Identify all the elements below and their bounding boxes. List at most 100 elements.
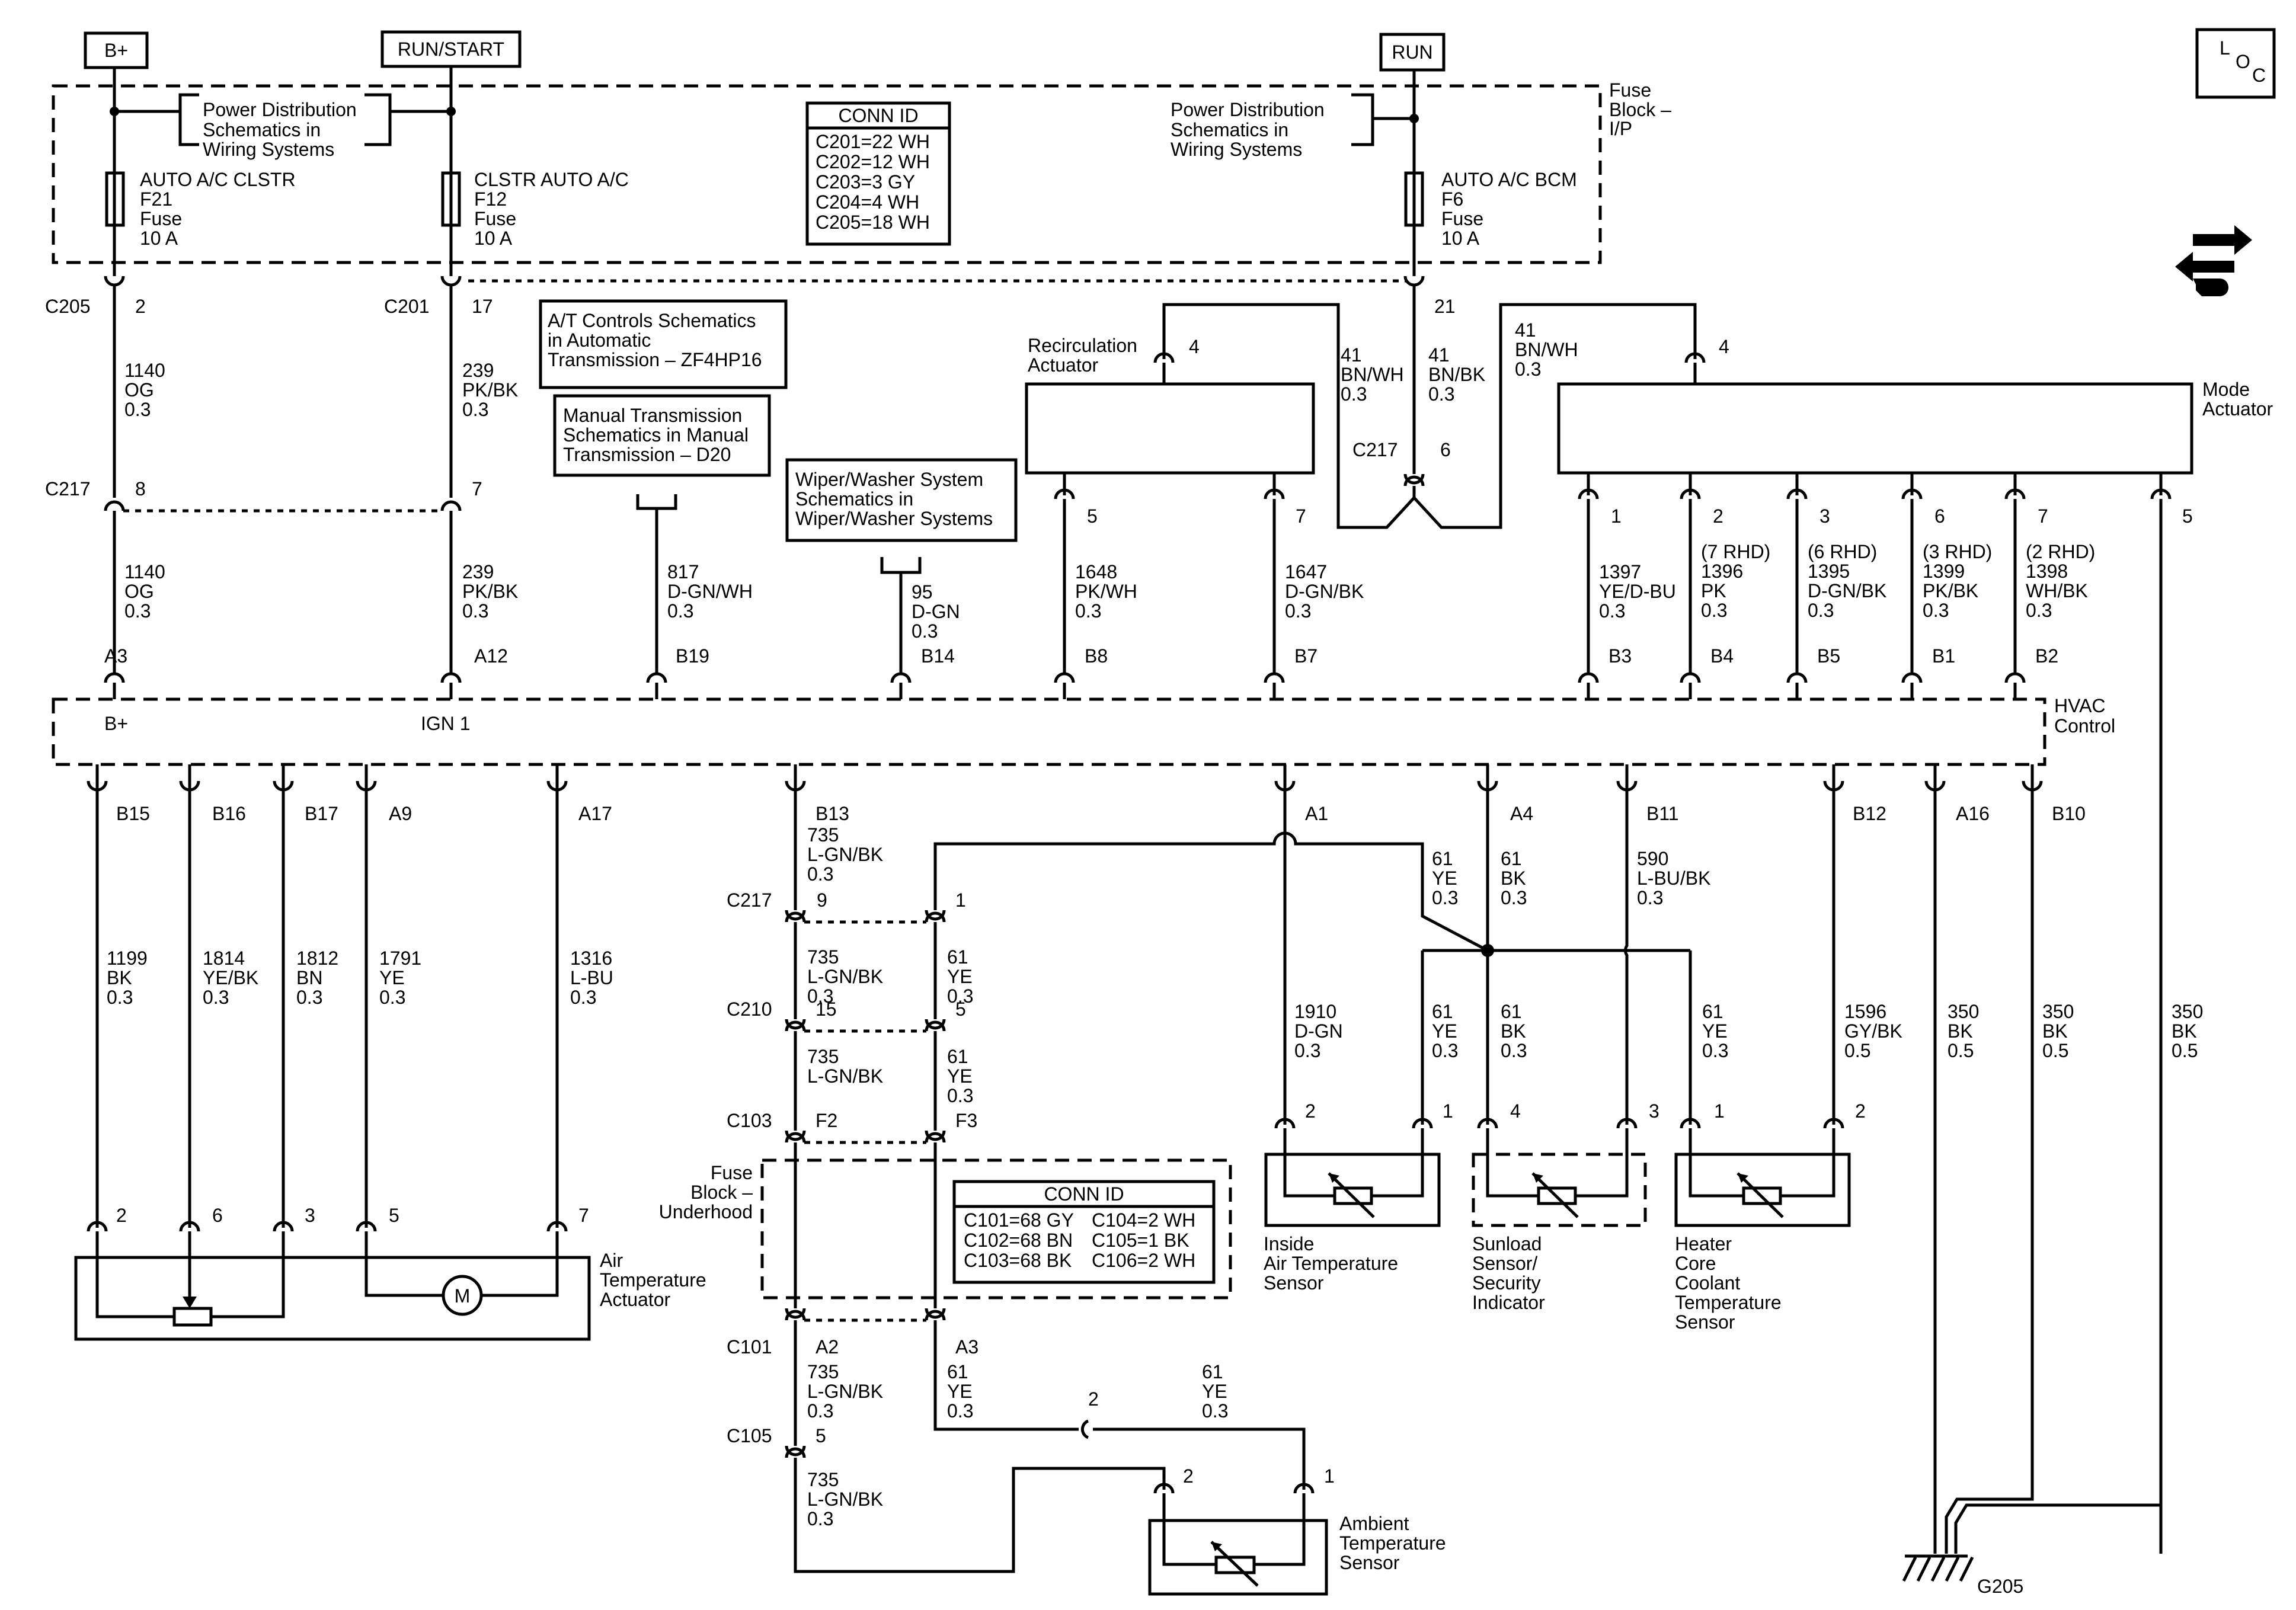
svg-text:GY/BK: GY/BK	[1844, 1020, 1902, 1042]
wire-1399: (3 RHD) 1399 PK/BK 0.3	[1923, 541, 1992, 621]
wire-239-lower: 239 PK/BK 0.3	[449, 511, 518, 673]
svg-text:AUTO A/C CLSTR: AUTO A/C CLSTR	[140, 169, 296, 190]
svg-text:B+: B+	[104, 713, 128, 734]
svg-text:in Automatic: in Automatic	[548, 329, 651, 351]
svg-text:Sensor: Sensor	[1264, 1272, 1324, 1294]
svg-text:Fuse: Fuse	[1609, 79, 1651, 101]
fuse-block-underhood: Fuse Block – Underhood	[659, 1142, 1232, 1308]
svg-text:YE/D-BU: YE/D-BU	[1599, 581, 1676, 602]
wire-239-upper: 239 PK/BK 0.3	[449, 286, 518, 498]
svg-text:OG: OG	[124, 379, 154, 401]
svg-text:7: 7	[578, 1205, 589, 1226]
svg-text:0.3: 0.3	[1501, 1040, 1527, 1061]
svg-text:Wiring Systems: Wiring Systems	[1171, 139, 1302, 160]
fuse-block-ip-label: Fuse Block – I/P	[1609, 79, 1671, 139]
svg-text:BN/WH: BN/WH	[1341, 364, 1404, 385]
svg-text:C102=68 BN: C102=68 BN	[964, 1230, 1073, 1251]
svg-text:B12: B12	[1853, 803, 1886, 824]
wire-1395: (6 RHD) 1395 D-GN/BK 0.3	[1808, 541, 1886, 621]
svg-text:1140: 1140	[124, 561, 165, 582]
svg-text:0.3: 0.3	[203, 987, 229, 1008]
svg-text:Wiper/Washer Systems: Wiper/Washer Systems	[795, 508, 993, 529]
svg-text:D-GN: D-GN	[912, 601, 960, 622]
svg-text:1397: 1397	[1599, 561, 1641, 582]
svg-text:7: 7	[472, 478, 482, 500]
svg-text:Sensor: Sensor	[1675, 1311, 1735, 1333]
svg-text:0.3: 0.3	[2026, 600, 2052, 621]
svg-text:1: 1	[1443, 1100, 1453, 1122]
reference-at-controls: A/T Controls Schematics in Automatic Tra…	[539, 299, 788, 389]
svg-text:C201: C201	[384, 296, 430, 317]
svg-text:Control: Control	[2054, 715, 2115, 737]
svg-text:Schematics in: Schematics in	[203, 119, 321, 140]
connector-c217-left: C217 8 7	[45, 478, 482, 513]
connector-c101: C101 A2 A3	[727, 1308, 978, 1358]
svg-text:0.3: 0.3	[1428, 383, 1454, 405]
svg-text:F2: F2	[816, 1110, 837, 1131]
svg-text:6: 6	[1440, 439, 1451, 460]
svg-text:0.3: 0.3	[570, 987, 596, 1008]
wire-1910: 1910 D-GN 0.3	[1283, 781, 1343, 1125]
svg-text:L-GN/BK: L-GN/BK	[807, 844, 883, 865]
svg-text:C106=2 WH: C106=2 WH	[1092, 1250, 1195, 1271]
svg-text:BN: BN	[296, 967, 322, 988]
svg-text:A3: A3	[955, 1336, 978, 1358]
wire-350-a16: 350 BK 0.5	[1933, 781, 1979, 1554]
svg-text:0.3: 0.3	[947, 1400, 973, 1422]
svg-text:2: 2	[135, 296, 146, 317]
svg-text:0.3: 0.3	[1432, 887, 1458, 908]
svg-text:L: L	[2220, 37, 2230, 59]
svg-text:0.3: 0.3	[807, 1400, 833, 1422]
svg-text:C101: C101	[727, 1336, 772, 1358]
svg-text:0.3: 0.3	[667, 600, 693, 622]
svg-text:1596: 1596	[1844, 1001, 1886, 1022]
wire-61-bk-a4: 61 BK 0.3	[1501, 848, 1527, 908]
svg-text:L-BU/BK: L-BU/BK	[1637, 868, 1710, 889]
recirc-pin-7: 7	[1264, 473, 1306, 673]
svg-text:D-GN/BK: D-GN/BK	[1285, 581, 1364, 602]
svg-text:B14: B14	[921, 645, 955, 667]
wire-735-c217-c210: 735 L-GN/BK 0.3	[794, 922, 883, 1019]
recirculation-actuator: Recirculation Actuator 4	[1025, 303, 1415, 529]
inside-air-temperature-sensor: 2 1 Inside Air Temperature Sensor	[1264, 1100, 1453, 1294]
wire-350-mode-5: 350 BK 0.5	[1954, 1001, 2203, 1554]
svg-text:YE: YE	[379, 967, 405, 988]
svg-text:61: 61	[947, 946, 968, 968]
svg-text:C101=68 GY: C101=68 GY	[964, 1209, 1074, 1231]
svg-text:A12: A12	[474, 645, 508, 667]
reference-manual-transmission: Manual Transmission Schematics in Manual…	[553, 394, 771, 673]
svg-text:0.3: 0.3	[1202, 1400, 1228, 1422]
location-icon: L O C	[2195, 28, 2276, 99]
svg-text:Transmission – ZF4HP16: Transmission – ZF4HP16	[548, 349, 762, 370]
svg-text:YE: YE	[947, 1065, 973, 1087]
svg-text:1395: 1395	[1808, 561, 1850, 582]
svg-text:Security: Security	[1472, 1272, 1541, 1294]
svg-text:A17: A17	[578, 803, 612, 824]
connector-c201: C201 17	[384, 276, 1406, 317]
svg-text:B15: B15	[116, 803, 150, 824]
svg-text:Mode: Mode	[2202, 379, 2250, 400]
svg-text:350: 350	[2042, 1001, 2074, 1022]
svg-text:RUN: RUN	[1392, 41, 1432, 63]
svg-text:61: 61	[1432, 1001, 1453, 1022]
svg-text:PK/BK: PK/BK	[462, 379, 518, 401]
svg-text:1647: 1647	[1285, 561, 1327, 582]
svg-text:G205: G205	[1977, 1576, 2023, 1597]
hvac-control-outline	[52, 697, 2046, 766]
svg-text:YE: YE	[1432, 868, 1457, 889]
svg-text:A1: A1	[1305, 803, 1328, 824]
svg-text:5: 5	[2182, 505, 2193, 527]
svg-text:C103: C103	[727, 1110, 772, 1131]
svg-text:735: 735	[807, 1046, 839, 1067]
svg-text:735: 735	[807, 824, 839, 846]
svg-text:Actuator: Actuator	[2202, 398, 2273, 420]
svg-text:Recirculation: Recirculation	[1028, 335, 1137, 356]
svg-text:0.3: 0.3	[379, 987, 405, 1008]
svg-text:6: 6	[212, 1205, 223, 1226]
svg-text:1399: 1399	[1923, 561, 1965, 582]
connector-c210: C210 15 5	[727, 998, 966, 1033]
svg-text:IGN 1: IGN 1	[421, 713, 471, 734]
svg-text:0.5: 0.5	[2172, 1040, 2198, 1061]
svg-text:(2 RHD): (2 RHD)	[2026, 541, 2095, 562]
air-temperature-actuator: 2 6 3 5 7 M Air Temperature Actuator	[74, 1205, 706, 1341]
